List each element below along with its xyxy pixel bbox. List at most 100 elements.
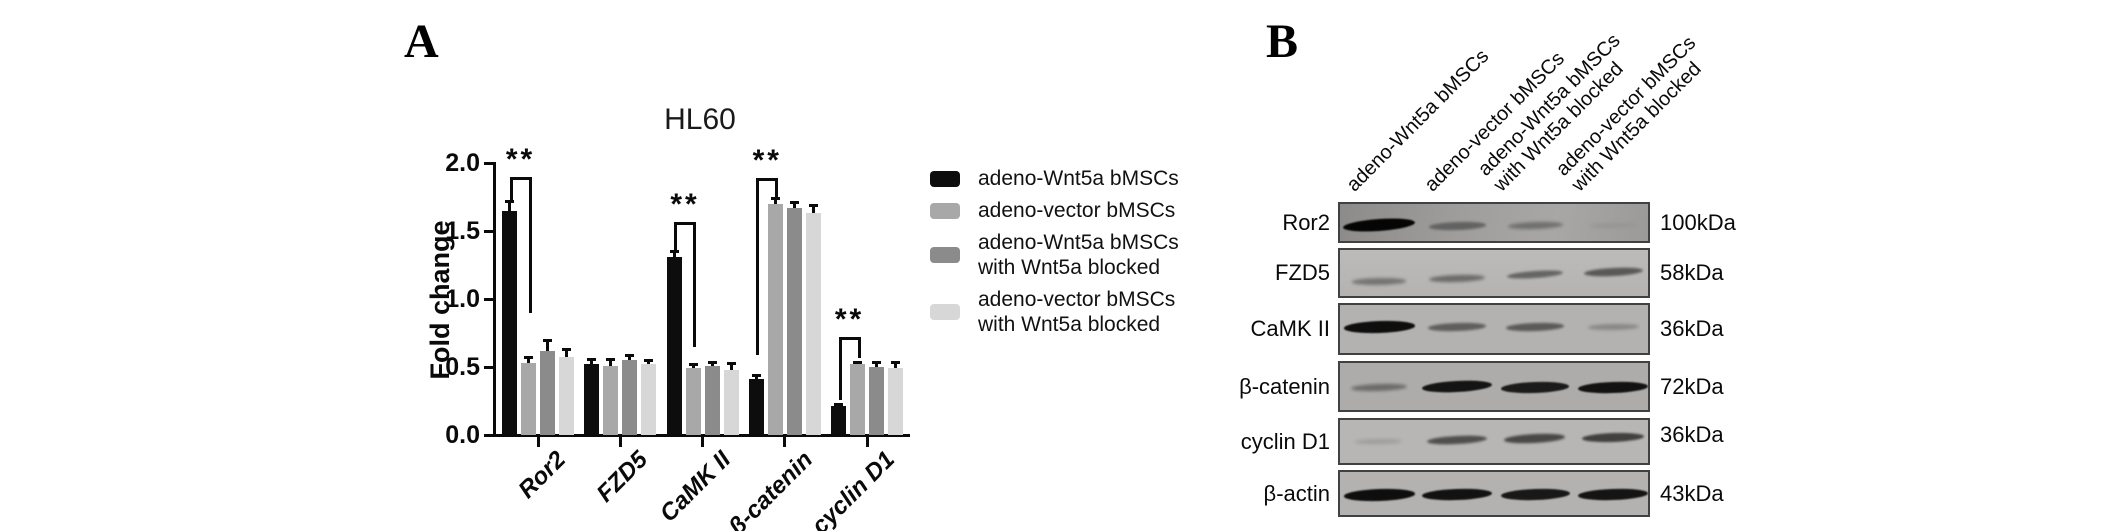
sig-bracket-right [693, 222, 696, 347]
error-bar-cap [808, 204, 818, 208]
protein-label: Ror2 [1282, 209, 1330, 235]
panel-b-label: B [1266, 15, 1299, 68]
protein-band [1507, 220, 1563, 230]
bar [603, 365, 619, 435]
sig-stars: ** [505, 143, 536, 176]
protein-band [1500, 380, 1570, 395]
sig-bracket-left [509, 177, 513, 203]
bar [748, 379, 764, 435]
bar [850, 364, 865, 435]
protein-band [1429, 274, 1485, 284]
protein-band [1355, 439, 1403, 445]
legend-label: adeno-Wnt5a bMSCs [978, 166, 1179, 191]
sig-bracket-left [674, 222, 677, 250]
legend-label-line: adeno-vector bMSCs [978, 288, 1176, 311]
protein-band [1428, 321, 1486, 332]
protein-band [1581, 432, 1645, 444]
error-bar-stem [691, 364, 695, 369]
sig-bracket-horizontal [756, 178, 779, 181]
bar [869, 367, 884, 435]
x-category-label: Ror2 [513, 446, 572, 504]
protein-band [1583, 266, 1643, 278]
protein-label: β-catenin [1239, 373, 1330, 399]
error-bar-stem [710, 361, 714, 366]
error-bar-cap [834, 402, 843, 406]
error-bar-stem [527, 357, 530, 363]
error-bar-cap [789, 201, 799, 205]
legend-label: adeno-vector bMSCs [978, 198, 1175, 223]
protein-label: CaMK II [1250, 316, 1330, 341]
protein-band [1504, 432, 1566, 445]
y-tick [484, 365, 493, 369]
error-bar-cap [669, 250, 679, 254]
protein-band [1421, 379, 1493, 394]
bar [584, 364, 600, 435]
bar [786, 207, 802, 435]
sig-bracket-right [528, 177, 532, 313]
bar [831, 406, 846, 435]
error-bar-stem [811, 205, 815, 214]
protein-band [1500, 487, 1570, 502]
bar [685, 368, 701, 435]
y-tick [484, 161, 493, 165]
blot-column-label-line: adeno-Wnt5a bMSCs [1342, 45, 1494, 196]
protein-band [1426, 433, 1488, 446]
legend-label-line: adeno-Wnt5a bMSCs [978, 231, 1179, 254]
error-bar-cap [524, 356, 533, 360]
protein-band [1588, 222, 1638, 229]
error-bar-cap [751, 374, 761, 378]
error-bar-cap [872, 360, 881, 364]
error-bar-cap [543, 338, 552, 342]
blot-column-label: adeno-Wnt5a bMSCs [1342, 45, 1493, 196]
error-bar-cap [853, 360, 862, 364]
protein-band [1578, 487, 1648, 502]
error-bar-stem [792, 202, 796, 208]
molecular-weight-label: 36kDa [1660, 316, 1724, 341]
legend-label-line: adeno-Wnt5a bMSCs [978, 167, 1179, 190]
y-tick-label: 0.5 [445, 353, 480, 381]
protein-band [1343, 319, 1415, 334]
bar [502, 210, 517, 435]
sig-stars: ** [834, 303, 865, 336]
sig-bracket-horizontal [838, 337, 861, 340]
protein-band [1428, 220, 1486, 231]
bar [767, 203, 783, 435]
legend-item: adeno-Wnt5a bMSCs [930, 166, 1179, 191]
error-bar-cap [606, 357, 616, 361]
error-bar-stem [508, 201, 511, 211]
protein-band [1421, 487, 1493, 502]
error-bar-cap [625, 353, 635, 357]
legend-swatch [930, 170, 960, 187]
legend-label-line: with Wnt5a blocked [978, 256, 1161, 279]
bar [641, 364, 657, 435]
error-bar-stem [773, 198, 777, 204]
sig-stars: ** [670, 188, 700, 221]
error-bar-stem [565, 349, 568, 358]
y-axis [493, 162, 496, 437]
x-tick [701, 437, 704, 447]
error-bar-cap [707, 360, 717, 364]
blot-strip [1338, 418, 1650, 465]
bar [622, 360, 638, 435]
legend-swatch [930, 304, 960, 320]
legend-label-line: adeno-vector bMSCs [978, 199, 1176, 222]
error-bar-stem [894, 361, 897, 369]
legend-label-line: with Wnt5a blocked [978, 313, 1161, 336]
sig-bracket-left [838, 337, 842, 400]
protein-band [1351, 277, 1407, 285]
sig-bracket-horizontal [509, 177, 532, 180]
sig-stars: ** [752, 144, 782, 177]
y-tick-label: 1.5 [445, 217, 480, 245]
x-tick [536, 437, 540, 447]
error-bar-cap [726, 361, 736, 365]
bar [704, 365, 720, 435]
bar [805, 213, 821, 435]
blot-strip [1338, 361, 1650, 412]
protein-label: FZD5 [1275, 260, 1330, 285]
error-bar-cap [644, 359, 654, 363]
x-axis [493, 434, 910, 437]
